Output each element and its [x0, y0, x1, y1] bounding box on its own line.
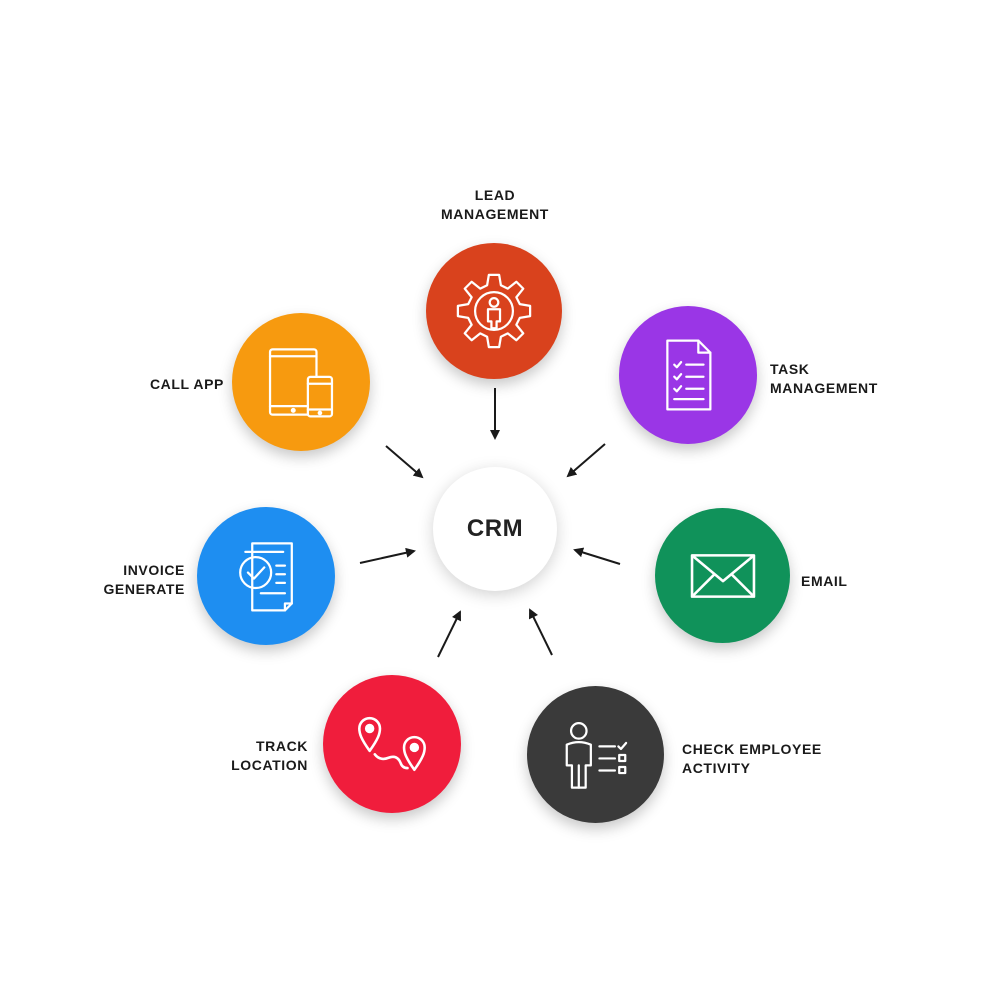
email-label: EMAIL: [801, 573, 848, 589]
check-employee-activity-label: CHECK EMPLOYEE ACTIVITY: [682, 741, 822, 776]
lead-management-label: LEAD MANAGEMENT: [441, 187, 549, 222]
task-management-label: TASK MANAGEMENT: [770, 361, 878, 396]
track-location-node: [323, 675, 461, 813]
email-node: [655, 508, 790, 643]
invoice-check-icon: [239, 542, 293, 612]
lead-management-node: [426, 243, 562, 379]
task-management-node: [619, 306, 757, 444]
check-employee-activity-node: [527, 686, 664, 823]
call-app-node: [232, 313, 370, 451]
tablet-phone-icon: [268, 348, 334, 418]
checklist-document-icon: [666, 339, 712, 411]
arrow-track: [437, 610, 461, 658]
gear-person-icon: [456, 273, 532, 349]
person-checklist-icon: [565, 721, 627, 789]
track-location-label: TRACK LOCATION: [231, 738, 308, 773]
arrow-email: [573, 547, 621, 565]
arrow-call: [385, 445, 424, 479]
call-app-label: CALL APP: [149, 376, 224, 392]
arrow-employee: [529, 608, 553, 656]
arrow-task: [566, 443, 606, 478]
invoice-generate-node: [197, 507, 335, 645]
arrow-invoice: [359, 547, 416, 564]
crm-label: CRM: [466, 515, 524, 542]
crm-center-node: CRM: [433, 467, 557, 591]
envelope-icon: [690, 553, 755, 598]
route-pins-icon: [358, 716, 426, 772]
invoice-generate-label: INVOICE GENERATE: [103, 562, 185, 597]
